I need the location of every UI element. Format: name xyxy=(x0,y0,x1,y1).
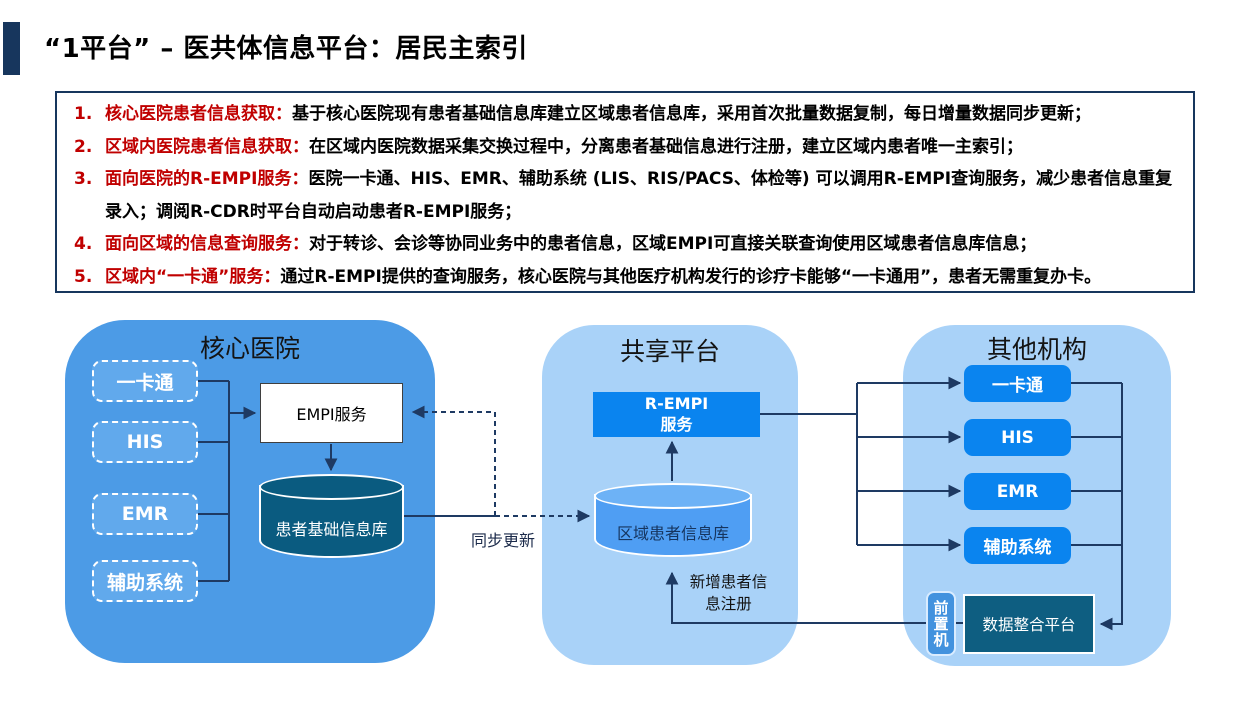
regional-patient-db-label: 区域患者信息库 xyxy=(616,524,729,543)
data-integration-platform-box: 数据整合平台 xyxy=(963,594,1095,654)
note-lead: 核心医院患者信息获取： xyxy=(105,104,292,124)
note-lead: 面向区域的信息查询服务： xyxy=(105,234,309,255)
core-system-aux: 辅助系统 xyxy=(92,560,198,602)
note-item-3: 3. 面向医院的R-EMPI服务：医院一卡通、HIS、EMR、辅助系统 (LIS、… xyxy=(67,163,1177,228)
note-body: 基于核心医院现有患者基础信息库建立区域患者信息库，采用首次批量数据复制，每日增量… xyxy=(292,104,1091,124)
core-hospital-title: 核心医院 xyxy=(199,334,300,363)
note-item-4: 4. 面向区域的信息查询服务：对于转诊、会诊等协同业务中的患者信息，区域EMPI可… xyxy=(67,228,1177,261)
other-system-aux: 辅助系统 xyxy=(964,527,1071,564)
core-patient-db-label: 患者基础信息库 xyxy=(275,520,388,539)
note-lead: 面向医院的R-EMPI服务： xyxy=(105,169,309,190)
note-number: 3. xyxy=(74,169,93,190)
note-body: 医院一卡通、HIS、EMR、辅助系统 (LIS、RIS/PACS、体检等) 可以… xyxy=(105,169,1173,222)
note-number: 1. xyxy=(74,104,93,124)
sync-update-label: 同步更新 xyxy=(470,531,535,550)
core-system-emr: EMR xyxy=(92,493,198,535)
core-system-card: 一卡通 xyxy=(92,360,198,402)
other-system-his: HIS xyxy=(964,419,1071,456)
core-patient-db-cylinder: 患者基础信息库 xyxy=(259,474,404,558)
register-label-line2: 息注册 xyxy=(705,595,752,614)
rempi-line2: 服务 xyxy=(660,414,693,434)
other-orgs-title: 其他机构 xyxy=(986,335,1087,364)
note-lead: 区域内医院患者信息获取： xyxy=(105,136,309,157)
title-accent-bar xyxy=(3,22,20,75)
regional-patient-db-cylinder: 区域患者信息库 xyxy=(594,483,752,557)
note-lead: 区域内“一卡通”服务： xyxy=(105,266,281,287)
other-system-emr: EMR xyxy=(964,473,1071,510)
new-patient-register-label: 新增患者信 息注册 xyxy=(681,571,776,616)
rempi-line1: R-EMPI xyxy=(644,393,709,413)
cylinder-top xyxy=(259,474,404,500)
page-title: “1平台” – 医共体信息平台：居民主索引 xyxy=(44,34,528,64)
cylinder-top xyxy=(594,483,752,509)
other-system-card: 一卡通 xyxy=(964,365,1071,402)
cylinder-body xyxy=(259,485,404,558)
notes-panel: 1. 核心医院患者信息获取：基于核心医院现有患者基础信息库建立区域患者信息库，采用… xyxy=(55,91,1195,293)
core-system-his: HIS xyxy=(92,421,198,463)
register-label-line1: 新增患者信 xyxy=(689,573,768,591)
front-machine-box: 前置机 xyxy=(926,591,956,656)
note-number: 4. xyxy=(74,234,93,255)
note-number: 5. xyxy=(74,266,93,287)
rempi-service-box: R-EMPI 服务 xyxy=(593,392,760,437)
note-number: 2. xyxy=(74,136,93,157)
note-body: 通过R-EMPI提供的查询服务，核心医院与其他医疗机构发行的诊疗卡能够“一卡通用… xyxy=(280,266,1102,287)
note-item-1: 1. 核心医院患者信息获取：基于核心医院现有患者基础信息库建立区域患者信息库，采用… xyxy=(67,98,1177,131)
empi-service-box: EMPI服务 xyxy=(260,383,403,443)
note-body: 对于转诊、会诊等协同业务中的患者信息，区域EMPI可直接关联查询使用区域患者信息… xyxy=(309,234,1037,255)
note-item-2: 2. 区域内医院患者信息获取：在区域内医院数据采集交换过程中，分离患者基础信息进行… xyxy=(67,131,1177,164)
share-platform-title: 共享平台 xyxy=(619,337,720,366)
note-body: 在区域内医院数据采集交换过程中，分离患者基础信息进行注册，建立区域内患者唯一主索… xyxy=(309,136,1023,157)
note-item-5: 5. 区域内“一卡通”服务：通过R-EMPI提供的查询服务，核心医院与其他医疗机构… xyxy=(67,261,1177,294)
